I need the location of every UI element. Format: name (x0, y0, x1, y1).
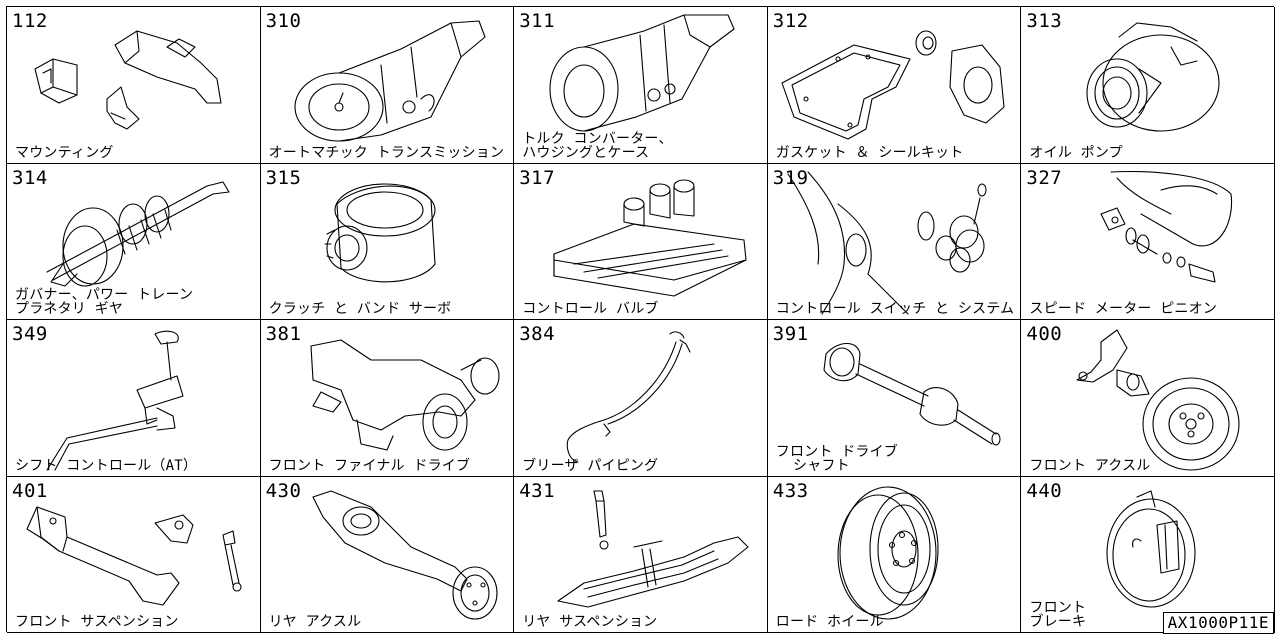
part-group-cell[interactable]: 310 オートマチック トランスミッション (260, 7, 515, 164)
governor-planetary-gear-icon (46, 180, 230, 287)
part-group-label: リヤ アクスル (268, 614, 362, 630)
part-group-code: 440 (1026, 479, 1063, 502)
front-suspension-icon (26, 505, 242, 606)
gasket-seal-kit-icon (781, 30, 1005, 140)
part-group-cell[interactable]: 384 ブリーザ パイピング (514, 320, 768, 477)
part-group-label: コントロール スイッチ と システム (775, 301, 1015, 317)
front-final-drive-icon (310, 339, 500, 451)
part-group-label: ガスケット ＆ シールキット (775, 144, 964, 161)
part-group-cell[interactable]: 433 ロード ホイール (767, 476, 1022, 633)
part-group-label: トルク コンバーター、 ハウジングとケース (522, 130, 673, 161)
front-brake-icon (1106, 489, 1196, 608)
part-group-label: フロント サスペンション (15, 614, 179, 630)
drawing-code: AX1000P11E (1162, 612, 1274, 634)
speedometer-pinion-icon (1100, 170, 1233, 283)
part-group-code: 112 (12, 10, 48, 32)
shift-control-icon (46, 330, 184, 471)
part-group-cell[interactable]: 312 ガスケット ＆ シールキット (767, 7, 1022, 164)
part-group-label: フロント ブレーキ (1029, 600, 1087, 630)
part-group-label: オイル ポンプ (1029, 144, 1123, 161)
part-group-label: フロント ドライブ シャフト (775, 443, 899, 474)
part-group-code: 311 (519, 10, 556, 32)
part-group-code: 400 (1026, 323, 1063, 345)
part-group-label: コントロール バルブ (522, 301, 659, 317)
part-group-label: ロード ホイール (775, 614, 884, 630)
part-group-cell[interactable]: 400 フロント アクスル (1021, 320, 1275, 477)
part-group-label: フロント ファイナル ドライブ (268, 457, 471, 474)
part-group-code: 327 (1026, 166, 1063, 189)
control-switch-system-icon (787, 170, 987, 315)
part-group-label: シフト コントロール（AT） (15, 457, 198, 474)
part-group-label: ガバナー、パワー トレーン プラネタリ ギヤ (15, 287, 194, 317)
part-group-code: 430 (265, 479, 302, 502)
part-group-cell[interactable]: 381 フロント ファイナル ドライブ (260, 320, 515, 477)
part-group-label: クラッチ と バンド サーボ (268, 301, 452, 317)
part-group-label: フロント アクスル (1029, 457, 1151, 474)
front-drive-shaft-icon (823, 342, 1001, 446)
part-group-code: 315 (265, 166, 302, 189)
part-group-code: 312 (772, 10, 809, 32)
engine-mounting-icon (34, 30, 222, 130)
torque-converter-housing-icon (549, 14, 735, 132)
part-group-code: 314 (12, 166, 48, 189)
part-group-code: 391 (772, 323, 809, 345)
part-group-cell[interactable]: 430 リヤ アクスル (260, 476, 515, 633)
part-group-cell[interactable]: 314 ガバナー、パワー トレーン プラネタリ ギヤ (7, 163, 261, 320)
part-group-cell[interactable]: 349 シフト コントロール（AT） (7, 320, 261, 477)
oil-pump-icon (1086, 22, 1220, 132)
part-group-cell[interactable]: 311 トルク コンバーター、 ハウジングとケース (514, 7, 768, 164)
clutch-band-servo-icon (324, 182, 436, 282)
part-group-code: 433 (772, 479, 809, 502)
breather-piping-icon (566, 331, 691, 463)
part-group-label: ブリーザ パイピング (522, 457, 659, 474)
road-wheel-icon (837, 485, 939, 620)
part-group-cell[interactable]: 440 フロント ブレーキ (1021, 476, 1275, 633)
part-group-code: 313 (1026, 10, 1063, 32)
part-group-cell[interactable]: 391 フロント ドライブ シャフト (767, 320, 1022, 477)
part-group-code: 349 (12, 323, 48, 345)
part-group-code: 310 (265, 10, 302, 32)
rear-suspension-icon (557, 489, 749, 608)
automatic-transmission-icon (294, 20, 486, 142)
part-group-cell[interactable]: 319 コントロール スイッチ と システム (767, 163, 1022, 320)
part-group-code: 381 (265, 323, 302, 345)
part-group-label: リヤ サスペンション (522, 614, 658, 630)
part-group-cell[interactable]: 327 スピード メーター ピニオン (1021, 163, 1275, 320)
part-group-code: 384 (519, 323, 556, 345)
part-group-cell[interactable]: 401 フロント サスペンション (7, 476, 261, 633)
front-axle-icon (1076, 329, 1240, 471)
part-group-cell[interactable]: 313 オイル ポンプ (1021, 7, 1275, 164)
control-valve-icon (553, 178, 747, 297)
part-group-code: 431 (519, 479, 556, 502)
part-group-cell[interactable]: 112 マウンティング (7, 7, 261, 164)
part-group-code: 401 (12, 479, 48, 502)
part-group-code: 317 (519, 166, 556, 189)
part-group-cell[interactable]: 317 コントロール バルブ (514, 163, 768, 320)
part-group-cell[interactable]: 431 リヤ サスペンション (514, 476, 768, 633)
rear-axle-icon (312, 489, 498, 620)
part-group-code: 319 (772, 166, 809, 189)
part-group-label: マウンティング (15, 144, 114, 161)
part-group-label: オートマチック トランスミッション (268, 144, 505, 161)
part-group-cell[interactable]: 315 クラッチ と バンド サーボ (260, 163, 515, 320)
parts-catalog-grid: 112 マウンティング 310 オートマチック トランスミッション 311 トルク コ… (6, 6, 1275, 633)
part-group-label: スピード メーター ピニオン (1029, 301, 1218, 317)
